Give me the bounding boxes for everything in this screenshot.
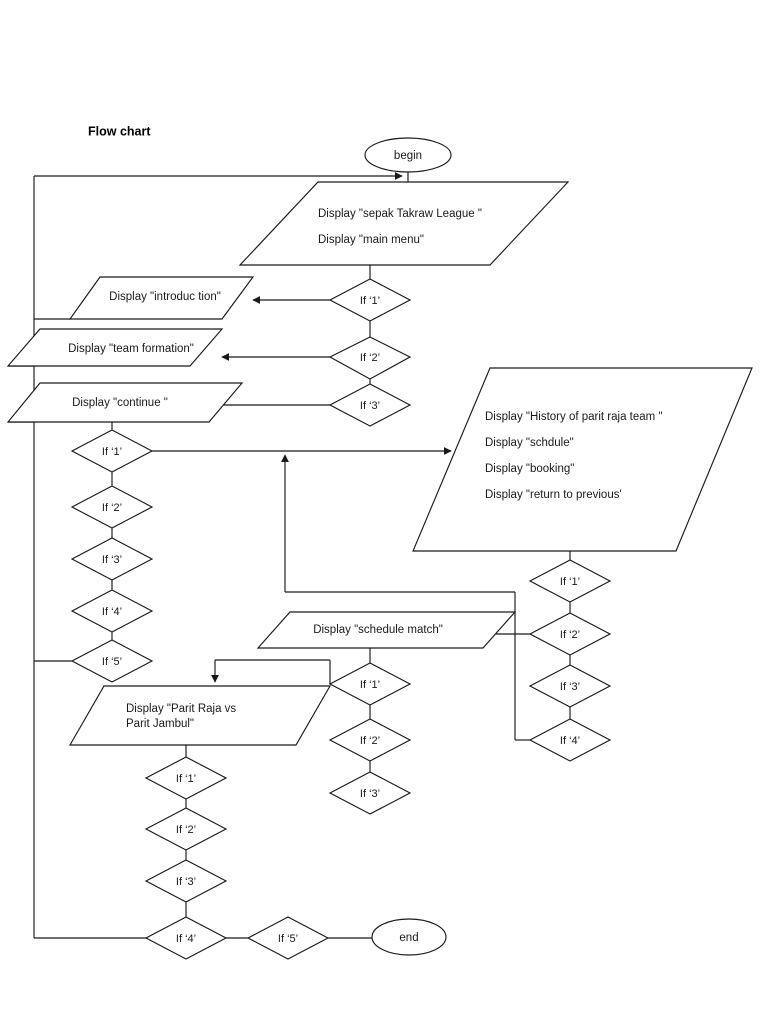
- decision-match-if-1[interactable]: If ‘1’: [144, 756, 228, 800]
- decision-match-if-5-label: If ‘5’: [278, 933, 298, 945]
- io-schedule-match-label: Display "schedule match": [313, 624, 443, 636]
- decision-sched-if-1[interactable]: If ‘1’: [328, 662, 412, 706]
- io-continue-label: Display "continue ": [72, 397, 168, 409]
- io-main-menu[interactable]: Display "sepak Takraw League " Display "…: [238, 181, 570, 266]
- decision-sched-if-3-label: If ‘3’: [360, 788, 380, 800]
- decision-hist-if-2-label: If ‘2’: [560, 629, 580, 641]
- terminator-begin[interactable]: begin: [364, 137, 452, 173]
- io-main-menu-line1: Display "sepak Takraw League ": [318, 208, 482, 220]
- decision-menu-if-3[interactable]: If ‘3’: [328, 383, 412, 427]
- decision-match-if-4-label: If ‘4’: [176, 933, 196, 945]
- io-schedule-match[interactable]: Display "schedule match": [256, 611, 517, 649]
- decision-sched-if-2[interactable]: If ‘2’: [328, 718, 412, 762]
- decision-hist-if-3[interactable]: If ‘3’: [528, 664, 612, 708]
- decision-hist-if-3-label: If ‘3’: [560, 681, 580, 693]
- decision-match-if-1-label: If ‘1’: [176, 773, 196, 785]
- decision-match-if-4[interactable]: If ‘4’: [144, 916, 228, 960]
- io-introduction-label: Display "introduc tion": [109, 291, 221, 303]
- decision-sched-if-2-label: If ‘2’: [360, 735, 380, 747]
- decision-menu-if-1[interactable]: If ‘1’: [328, 278, 412, 322]
- decision-hist-if-4[interactable]: If ‘4’: [528, 718, 612, 762]
- decision-hist-if-1-label: If ‘1’: [560, 576, 580, 588]
- decision-hist-if-1[interactable]: If ‘1’: [528, 559, 612, 603]
- io-main-menu-line2: Display "main menu": [318, 234, 424, 246]
- decision-sched-if-1-label: If ‘1’: [360, 679, 380, 691]
- decision-match-if-2-label: If ‘2’: [176, 824, 196, 836]
- io-history-line1: Display "History of parit raja team ": [485, 411, 663, 423]
- decision-hist-if-2[interactable]: If ‘2’: [528, 612, 612, 656]
- io-history-line2: Display "schdule": [485, 437, 574, 449]
- io-parit-raja-line1: Display "Parit Raja vs: [126, 703, 236, 715]
- terminator-end-label: end: [399, 932, 418, 944]
- decision-cont-if-1[interactable]: If ‘1’: [70, 429, 154, 473]
- io-team-formation[interactable]: Display "team formation": [6, 328, 224, 367]
- decision-menu-if-3-label: If ‘3’: [360, 400, 380, 412]
- decision-match-if-3-label: If ‘3’: [176, 876, 196, 888]
- decision-cont-if-5-label: If ‘5’: [102, 656, 122, 668]
- decision-sched-if-3[interactable]: If ‘3’: [328, 771, 412, 815]
- io-history[interactable]: Display "History of parit raja team " Di…: [412, 367, 753, 552]
- decision-cont-if-2[interactable]: If ‘2’: [70, 485, 154, 529]
- decision-hist-if-4-label: If ‘4’: [560, 735, 580, 747]
- decision-cont-if-4[interactable]: If ‘4’: [70, 589, 154, 633]
- io-parit-raja-line2: Parit Jambul": [126, 718, 194, 730]
- decision-menu-if-2-label: If ‘2’: [360, 352, 380, 364]
- decision-match-if-2[interactable]: If ‘2’: [144, 807, 228, 851]
- terminator-begin-label: begin: [394, 150, 422, 162]
- page-title: Flow chart: [88, 124, 151, 138]
- io-parit-raja[interactable]: Display "Parit Raja vs Parit Jambul": [69, 685, 331, 746]
- io-team-formation-label: Display "team formation": [68, 343, 194, 355]
- decision-cont-if-3[interactable]: If ‘3’: [70, 537, 154, 581]
- decision-cont-if-3-label: If ‘3’: [102, 554, 122, 566]
- decision-match-if-3[interactable]: If ‘3’: [144, 859, 228, 903]
- io-history-line3: Display "booking": [485, 463, 574, 475]
- io-history-line4: Display "return to previous': [485, 489, 622, 501]
- terminator-end[interactable]: end: [371, 918, 447, 956]
- decision-cont-if-1-label: If ‘1’: [102, 446, 122, 458]
- io-continue[interactable]: Display "continue ": [6, 382, 244, 423]
- io-introduction[interactable]: Display "introduc tion": [68, 276, 255, 320]
- decision-match-if-5[interactable]: If ‘5’: [246, 916, 330, 960]
- decision-cont-if-5[interactable]: If ‘5’: [70, 639, 154, 683]
- decision-cont-if-2-label: If ‘2’: [102, 502, 122, 514]
- decision-menu-if-1-label: If ‘1’: [360, 295, 380, 307]
- decision-menu-if-2[interactable]: If ‘2’: [328, 336, 412, 380]
- decision-cont-if-4-label: If ‘4’: [102, 606, 122, 618]
